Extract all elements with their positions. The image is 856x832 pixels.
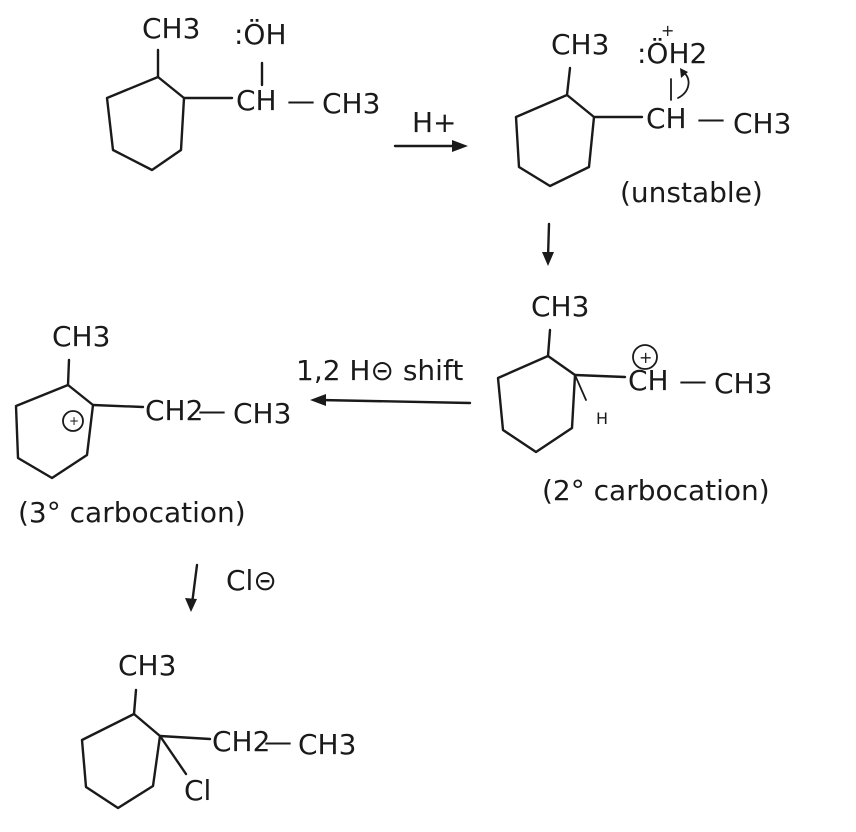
tertiary-carbocation-note: (3° carbocation) xyxy=(18,496,246,529)
cyclohexane-ring xyxy=(105,75,186,172)
ch3-side-label: CH3 xyxy=(233,397,291,430)
charge-circle xyxy=(632,344,658,370)
ch3-side-label: CH3 xyxy=(322,87,380,120)
plus-charge: + xyxy=(661,21,674,40)
ch3-label: CH3 xyxy=(142,12,200,45)
ch2-label: CH2 xyxy=(212,725,270,758)
ch3-label: CH3 xyxy=(118,649,176,682)
plus-charge: + xyxy=(69,414,79,428)
bond-ring-ch3 xyxy=(66,358,71,387)
ch-label: CH xyxy=(646,102,687,135)
secondary-carbocation-note: (2° carbocation) xyxy=(542,474,770,507)
h-label: H xyxy=(596,409,608,428)
structure-oxonium: CH3 + :ÖH2 CH — CH3 (unstable) xyxy=(514,21,791,209)
cl-label: Cl xyxy=(184,774,211,807)
ch3-side-label: CH3 xyxy=(714,367,772,400)
reagent-h-plus: H+ xyxy=(412,106,457,139)
charge-circle xyxy=(62,410,84,432)
arrow-head xyxy=(310,394,326,406)
bond-ring-h xyxy=(574,374,587,401)
structure-product: CH3 CH2 — CH3 Cl xyxy=(80,649,356,810)
ch-label: CH xyxy=(628,364,669,397)
cyclohexane-ring xyxy=(496,354,577,454)
oh-label: :ÖH xyxy=(234,17,287,51)
dash-label: — xyxy=(697,102,725,135)
bond-ring-ch2 xyxy=(91,403,145,409)
arrow-shaft xyxy=(190,563,199,606)
dash-label: — xyxy=(287,84,315,117)
bond-ring-ch xyxy=(573,373,627,379)
arrow-head xyxy=(185,598,197,612)
cyclohexane-ring xyxy=(514,93,596,188)
plus-charge: + xyxy=(639,348,652,367)
arrow-head xyxy=(542,252,554,266)
ch-label: CH xyxy=(236,84,277,117)
cyclohexane-ring xyxy=(80,712,162,810)
bond-ring-cl xyxy=(158,734,188,776)
bond-ring-ch2 xyxy=(158,734,212,741)
arrow-protonation: H+ xyxy=(393,106,468,152)
dash-label: — xyxy=(264,725,292,758)
arrow-head xyxy=(452,140,468,152)
arrow-water-loss xyxy=(542,222,554,266)
cyclohexane-ring xyxy=(14,383,95,480)
oh2-label: :ÖH2 xyxy=(637,36,707,70)
bond-ring-ch3 xyxy=(565,66,572,97)
arrow-shaft xyxy=(318,398,472,405)
ch3-label: CH3 xyxy=(531,290,589,323)
ch2-label: CH2 xyxy=(145,394,203,427)
arrow-hydride-shift: 1,2 H⊝ shift xyxy=(296,354,472,406)
hydride-shift-label: 1,2 H⊝ shift xyxy=(296,354,463,387)
curly-arrow-head xyxy=(680,68,688,78)
arrow-chloride-attack: Cl⊝ xyxy=(185,563,277,612)
reagent-chloride: Cl⊝ xyxy=(226,564,277,597)
ch3-label: CH3 xyxy=(52,320,110,353)
structure-secondary-carbocation: + CH3 CH — CH3 H (2° carbocation) xyxy=(496,290,772,507)
structure-tertiary-carbocation: + CH3 CH2 — CH3 (3° carbocation) xyxy=(14,320,291,529)
unstable-note: (unstable) xyxy=(620,176,763,209)
bond-ring-ch3 xyxy=(132,688,138,716)
ch3-side-label: CH3 xyxy=(733,107,791,140)
structure-alcohol: CH3 :ÖH CH — CH3 xyxy=(105,12,380,172)
ch3-label: CH3 xyxy=(551,28,609,61)
ch3-side-label: CH3 xyxy=(298,728,356,761)
bond-ring-ch3 xyxy=(546,328,552,358)
dash-label: — xyxy=(198,394,226,427)
dash-label: — xyxy=(679,364,707,397)
